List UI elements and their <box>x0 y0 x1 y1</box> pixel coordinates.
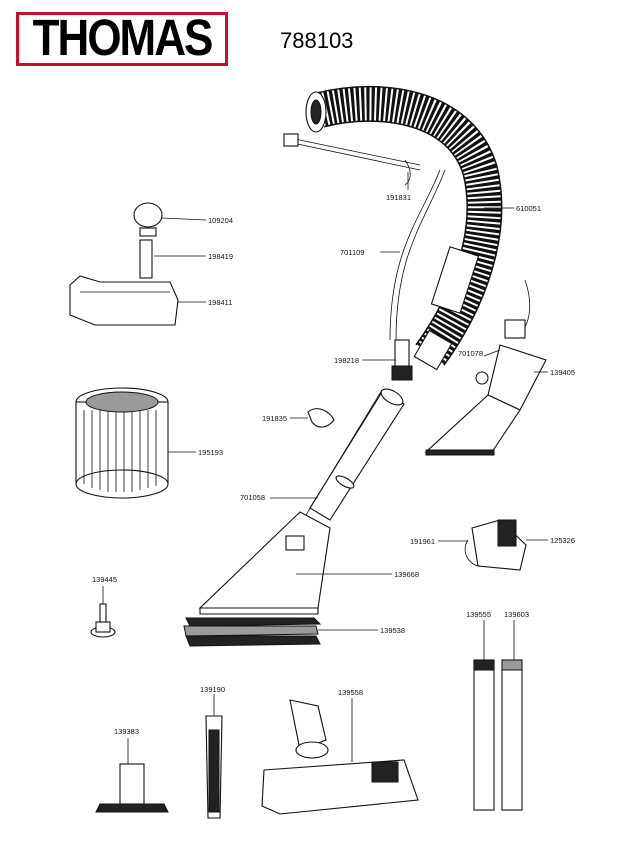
part-label-701078: 701078 <box>458 349 483 358</box>
extension-tubes <box>473 659 523 811</box>
upholstery-tool-139405 <box>424 279 547 456</box>
floor-nozzle-139558 <box>261 699 419 815</box>
part-label-139668: 139668 <box>394 570 419 579</box>
part-label-139538: 139538 <box>380 626 405 635</box>
lance-701058 <box>291 388 405 539</box>
part-label-139445: 139445 <box>92 575 117 584</box>
part-label-701058: 701058 <box>240 493 265 502</box>
part-label-139555: 139555 <box>466 610 491 619</box>
nozzle-139668 <box>198 511 331 615</box>
hose-610051 <box>305 85 503 371</box>
part-label-125326: 125326 <box>550 536 575 545</box>
part-label-109204: 109204 <box>208 216 233 225</box>
part-label-139603: 139603 <box>504 610 529 619</box>
filter-cartridge-195193 <box>75 387 169 499</box>
part-label-701109: 701109 <box>340 248 364 257</box>
spray-rod <box>283 133 446 341</box>
holder-191961 <box>464 519 527 571</box>
part-label-191835: 191835 <box>262 414 287 423</box>
part-label-198419: 198419 <box>208 252 233 261</box>
brand-logo-text: THOMAS <box>32 10 214 67</box>
valve-139445 <box>90 603 116 638</box>
part-label-610051: 610051 <box>516 204 541 213</box>
part-label-195193: 195193 <box>198 448 223 457</box>
part-label-198411: 198411 <box>208 298 232 307</box>
part-label-191831: 191831 <box>386 193 411 202</box>
part-label-139190: 139190 <box>200 685 225 694</box>
part-label-191961: 191961 <box>410 537 435 546</box>
clip-191835 <box>307 408 335 428</box>
leader-lines <box>102 172 548 764</box>
squeegee-139538 <box>183 617 322 647</box>
tool-139383 <box>95 763 169 813</box>
connector-198218 <box>391 339 413 381</box>
part-label-139558: 139558 <box>338 688 363 697</box>
float-assembly <box>69 202 179 326</box>
model-number: 788103 <box>280 28 354 53</box>
part-label-139405: 139405 <box>550 368 575 377</box>
crevice-tool-139190 <box>205 715 223 819</box>
part-label-139383: 139383 <box>114 727 139 736</box>
thomas-logo: THOMAS <box>16 10 228 67</box>
part-label-198218: 198218 <box>334 356 359 365</box>
